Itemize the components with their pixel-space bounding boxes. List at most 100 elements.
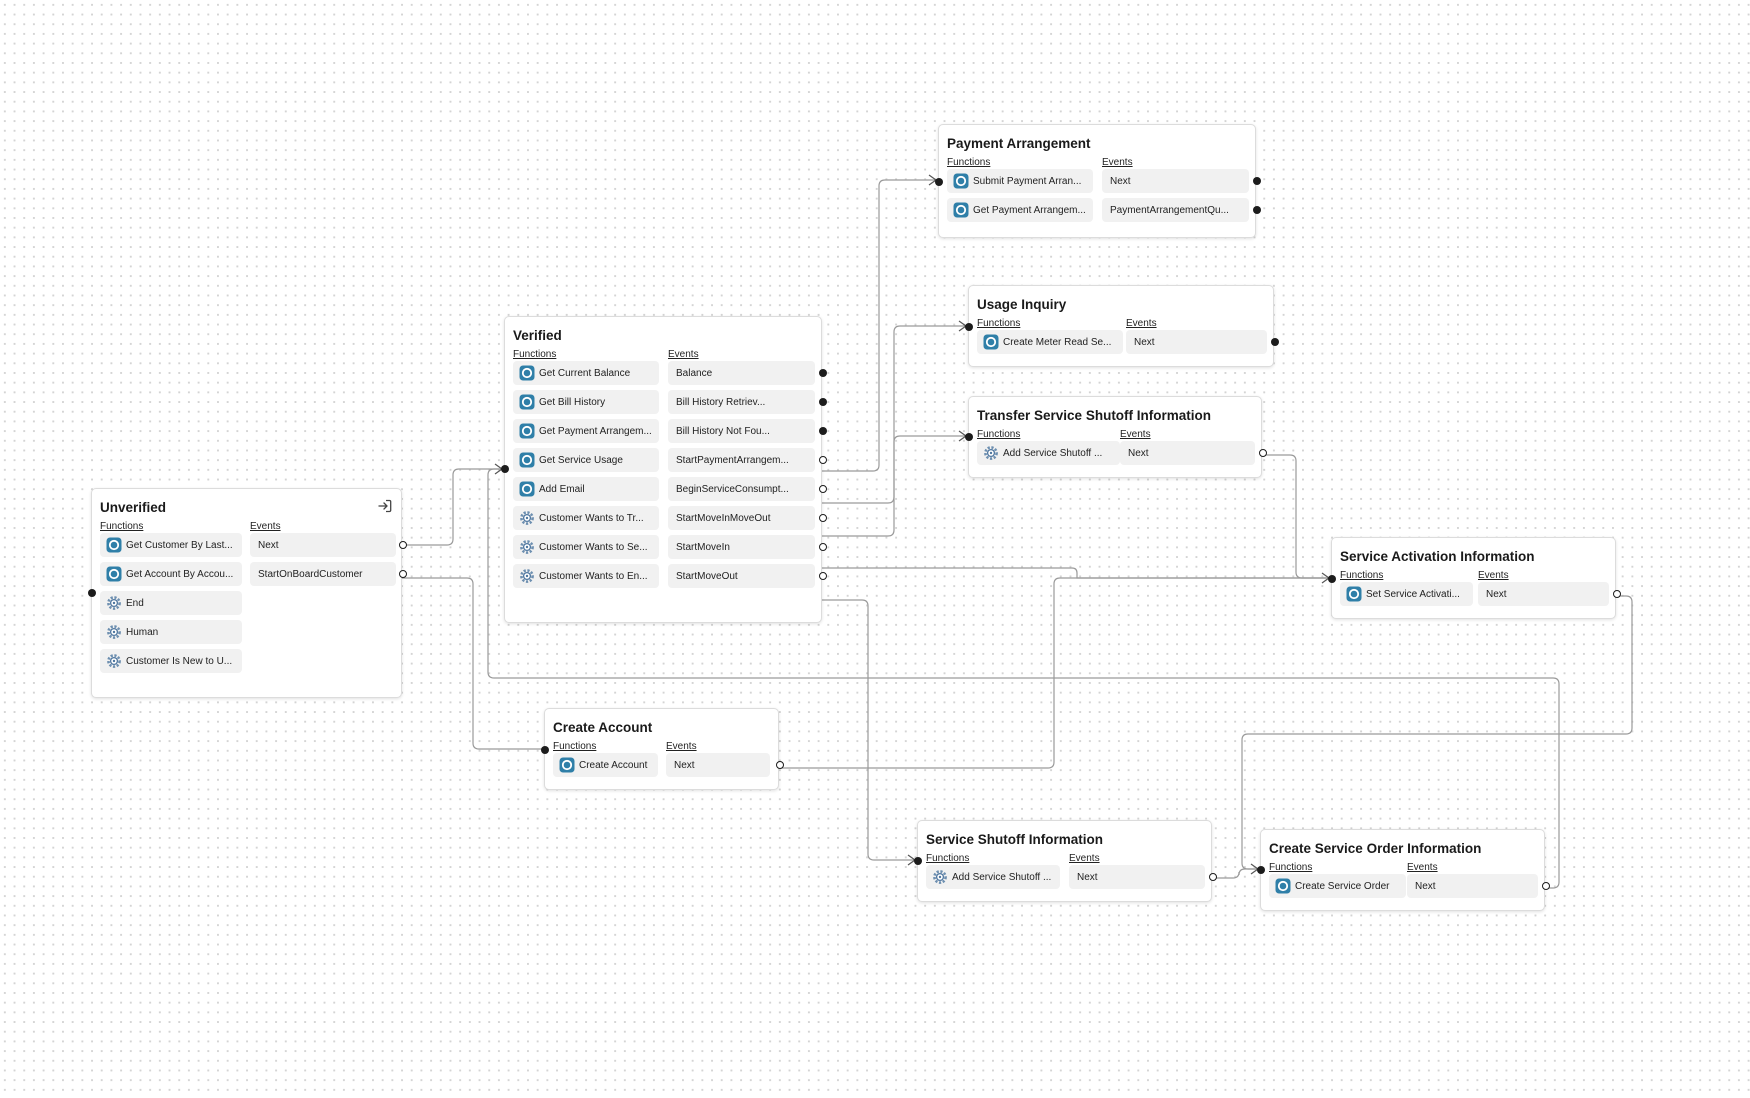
connection-edge[interactable] — [1262, 454, 1331, 579]
event-item[interactable]: Next — [666, 753, 770, 777]
node-title: Unverified — [100, 500, 167, 515]
output-port[interactable] — [399, 541, 407, 549]
events-label: Events — [1478, 570, 1509, 581]
event-item[interactable]: StartMoveIn — [668, 535, 815, 559]
input-port[interactable] — [965, 433, 973, 441]
output-port[interactable] — [1259, 449, 1267, 457]
connection-edge[interactable] — [779, 577, 1331, 769]
function-item[interactable]: Get Bill History — [513, 390, 659, 414]
input-port[interactable] — [1328, 575, 1336, 583]
event-label: Bill History Retriev... — [676, 396, 766, 408]
input-port[interactable] — [541, 746, 549, 754]
function-item[interactable]: Get Current Balance — [513, 361, 659, 385]
event-item[interactable]: Next — [1069, 865, 1205, 889]
function-item[interactable]: Customer Wants to Tr... — [513, 506, 659, 530]
event-item[interactable]: Next — [1407, 874, 1538, 898]
connection-edge[interactable] — [822, 567, 1331, 579]
connection-edge[interactable] — [822, 325, 968, 504]
output-port[interactable] — [819, 543, 827, 551]
input-port[interactable] — [935, 178, 943, 186]
function-item[interactable]: Set Service Activati... — [1340, 582, 1473, 606]
input-port[interactable] — [88, 589, 96, 597]
output-port[interactable] — [819, 427, 827, 435]
connection-edge[interactable] — [402, 468, 504, 546]
event-label: Next — [1128, 447, 1149, 459]
output-port[interactable] — [1542, 882, 1550, 890]
connection-edge[interactable] — [822, 435, 968, 537]
event-item[interactable]: Next — [1120, 441, 1255, 465]
function-item[interactable]: Customer Wants to En... — [513, 564, 659, 588]
input-port[interactable] — [1257, 866, 1265, 874]
event-item[interactable]: StartMoveInMoveOut — [668, 506, 815, 530]
function-label: Add Service Shutoff ... — [1003, 447, 1103, 459]
event-label: Next — [1415, 880, 1436, 892]
node-payment-arrangement[interactable]: Payment Arrangement Functions Events Sub… — [935, 124, 1261, 238]
function-item[interactable]: Customer Wants to Se... — [513, 535, 659, 559]
function-item[interactable]: End — [100, 591, 242, 615]
output-port[interactable] — [819, 398, 827, 406]
function-item[interactable]: Create Service Order — [1269, 874, 1406, 898]
function-item[interactable]: Get Payment Arrangem... — [947, 198, 1093, 222]
connection-edge[interactable] — [1212, 868, 1260, 879]
event-item[interactable]: Bill History Not Fou... — [668, 419, 815, 443]
function-item[interactable]: Get Payment Arrangem... — [513, 419, 659, 443]
event-item[interactable]: Next — [1478, 582, 1609, 606]
output-port[interactable] — [819, 456, 827, 464]
connection-edge[interactable] — [402, 577, 544, 750]
function-item[interactable]: Submit Payment Arran... — [947, 169, 1093, 193]
event-item[interactable]: Bill History Retriev... — [668, 390, 815, 414]
output-port[interactable] — [1271, 338, 1279, 346]
connection-edge[interactable] — [822, 599, 917, 861]
function-item[interactable]: Add Email — [513, 477, 659, 501]
entry-point-icon[interactable] — [377, 498, 393, 514]
output-port[interactable] — [819, 572, 827, 580]
output-port[interactable] — [1613, 590, 1621, 598]
api-icon — [953, 173, 969, 189]
connection-edge[interactable] — [487, 468, 1560, 889]
function-item[interactable]: Get Customer By Last... — [100, 533, 242, 557]
event-item[interactable]: Next — [250, 533, 396, 557]
event-item[interactable]: Next — [1102, 169, 1249, 193]
function-item[interactable]: Customer Is New to U... — [100, 649, 242, 673]
node-title: Payment Arrangement — [947, 136, 1091, 151]
event-item[interactable]: Next — [1126, 330, 1267, 354]
connection-edge[interactable] — [1241, 595, 1633, 870]
output-port[interactable] — [819, 485, 827, 493]
output-port[interactable] — [819, 514, 827, 522]
output-port[interactable] — [1253, 177, 1261, 185]
node-service-shutoff-information[interactable]: Service Shutoff Information Functions Ev… — [914, 820, 1217, 902]
function-item[interactable]: Create Account — [553, 753, 658, 777]
output-port[interactable] — [776, 761, 784, 769]
input-port[interactable] — [501, 465, 509, 473]
output-port[interactable] — [819, 369, 827, 377]
node-unverified[interactable]: Unverified Functions Events Get Customer… — [88, 488, 407, 698]
input-port[interactable] — [914, 857, 922, 865]
event-item[interactable]: StartMoveOut — [668, 564, 815, 588]
output-port[interactable] — [1209, 873, 1217, 881]
output-port[interactable] — [399, 570, 407, 578]
node-create-service-order-information[interactable]: Create Service Order Information Functio… — [1257, 829, 1550, 911]
node-verified[interactable]: Verified Functions Events Get Current Ba… — [501, 316, 827, 623]
function-item[interactable]: Add Service Shutoff ... — [977, 441, 1120, 465]
event-item[interactable]: Balance — [668, 361, 815, 385]
output-port[interactable] — [1253, 206, 1261, 214]
event-item[interactable]: BeginServiceConsumpt... — [668, 477, 815, 501]
event-item[interactable]: PaymentArrangementQu... — [1102, 198, 1249, 222]
event-item[interactable]: StartPaymentArrangem... — [668, 448, 815, 472]
connection-edge[interactable] — [822, 179, 938, 472]
event-item[interactable]: StartOnBoardCustomer — [250, 562, 396, 586]
function-label: Get Current Balance — [539, 367, 631, 379]
node-create-account[interactable]: Create Account Functions Events Create A… — [541, 708, 784, 790]
function-item[interactable]: Add Service Shutoff ... — [926, 865, 1060, 889]
node-usage-inquiry[interactable]: Usage Inquiry Functions Events Create Me… — [965, 285, 1279, 367]
function-item[interactable]: Create Meter Read Se... — [977, 330, 1123, 354]
event-label: Next — [1110, 175, 1131, 187]
api-icon — [1346, 586, 1362, 602]
function-item[interactable]: Get Account By Accou... — [100, 562, 242, 586]
function-item[interactable]: Get Service Usage — [513, 448, 659, 472]
node-service-activation-information[interactable]: Service Activation Information Functions… — [1328, 537, 1621, 619]
function-item[interactable]: Human — [100, 620, 242, 644]
node-transfer-service-shutoff-information[interactable]: Transfer Service Shutoff Information Fun… — [965, 396, 1267, 478]
input-port[interactable] — [965, 323, 973, 331]
